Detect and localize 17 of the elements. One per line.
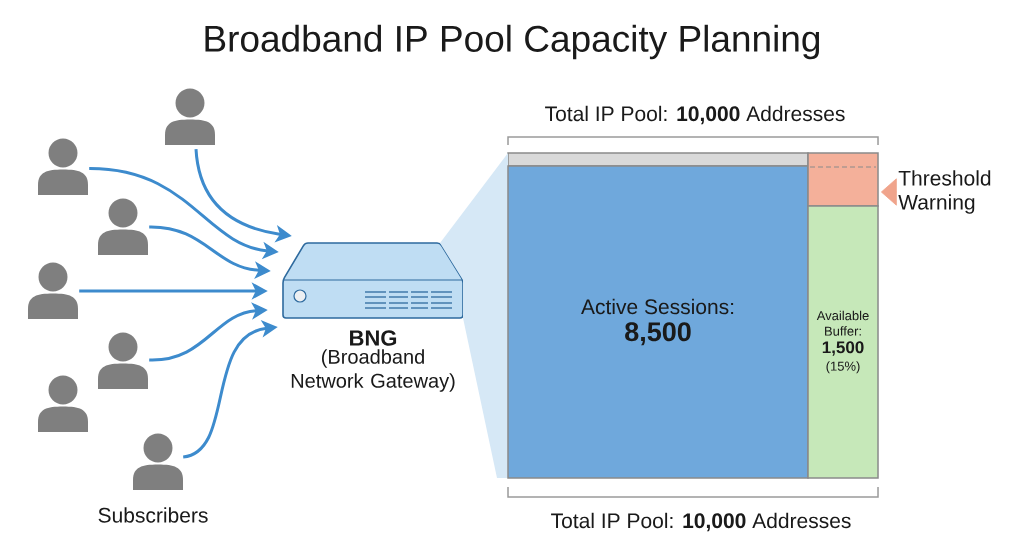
pointer-arrow [880, 178, 897, 206]
person-icon [98, 332, 148, 389]
bar-segment: Active Sessions: 8,500 [507, 165, 809, 479]
person-icon [133, 433, 183, 490]
person-icon [98, 198, 148, 255]
dimension-label: Total IP Pool: 10,000 Addresses [545, 105, 845, 125]
dimension-label: Total IP Pool: 10,000 Addresses [551, 512, 851, 532]
annotation-text: Threshold Warning [898, 170, 991, 214]
person-icon [38, 375, 88, 432]
person-icon [38, 138, 88, 195]
title: Broadband IP Pool Capacity Planning [205, 24, 820, 60]
threshold-band [807, 152, 879, 207]
heading: BNG [350, 330, 397, 346]
person-icon [28, 262, 78, 319]
node-label: (Broadband Network Gateway) [291, 349, 455, 392]
person-icon [165, 88, 215, 145]
bar-segment: Available Buffer: 1,500 (15%) [807, 205, 879, 479]
